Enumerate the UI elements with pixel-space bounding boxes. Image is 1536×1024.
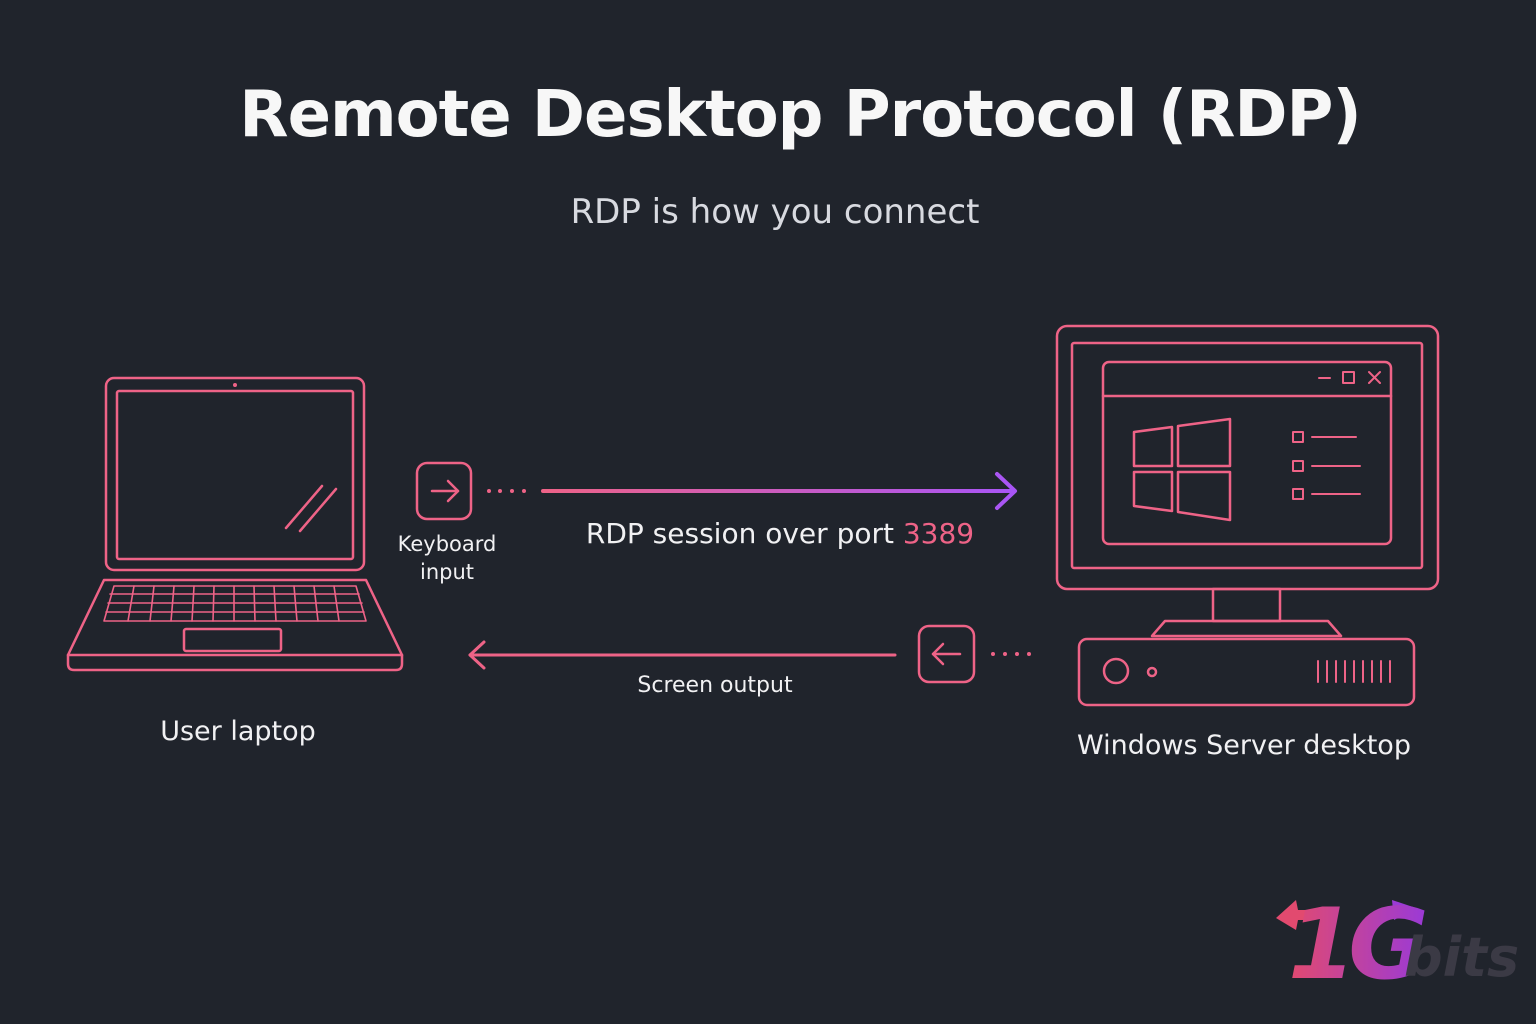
dotted-connector-top — [487, 489, 526, 493]
arrow-left-icon — [917, 624, 976, 684]
keyboard-input-label-line2: input — [419, 560, 475, 584]
rdp-port-number: 3389 — [902, 517, 975, 550]
desktop-computer-icon — [1055, 324, 1440, 707]
keyboard-input-label-line1: Keyboard — [397, 532, 497, 556]
arrow-right-icon — [415, 461, 473, 521]
rdp-session-text: RDP session over port — [585, 517, 903, 550]
logo-arrow-right-icon — [1392, 900, 1416, 920]
laptop-icon — [66, 376, 404, 672]
logo-mark: 1G — [1288, 888, 1425, 990]
logo-arrow-left-icon — [1276, 900, 1314, 930]
keyboard-input-label: Keyboard input — [387, 530, 507, 586]
screen-output-label: Screen output — [637, 673, 793, 698]
windows-server-label: Windows Server desktop — [1077, 730, 1411, 761]
page-subtitle: RDP is how you connect — [570, 192, 980, 232]
dotted-connector-bottom — [991, 652, 1031, 656]
rdp-session-label: RDP session over port 3389 — [560, 517, 1000, 550]
page-title: Remote Desktop Protocol (RDP) — [239, 78, 1361, 152]
logo-bits: bits — [1404, 926, 1518, 989]
screen-output-arrow — [468, 640, 897, 670]
windows-logo-icon — [1132, 417, 1232, 522]
brand-logo: 1G bits — [1276, 888, 1518, 990]
user-laptop-label: User laptop — [160, 716, 316, 747]
list-icon — [1292, 431, 1361, 500]
rdp-session-arrow — [541, 472, 1017, 510]
